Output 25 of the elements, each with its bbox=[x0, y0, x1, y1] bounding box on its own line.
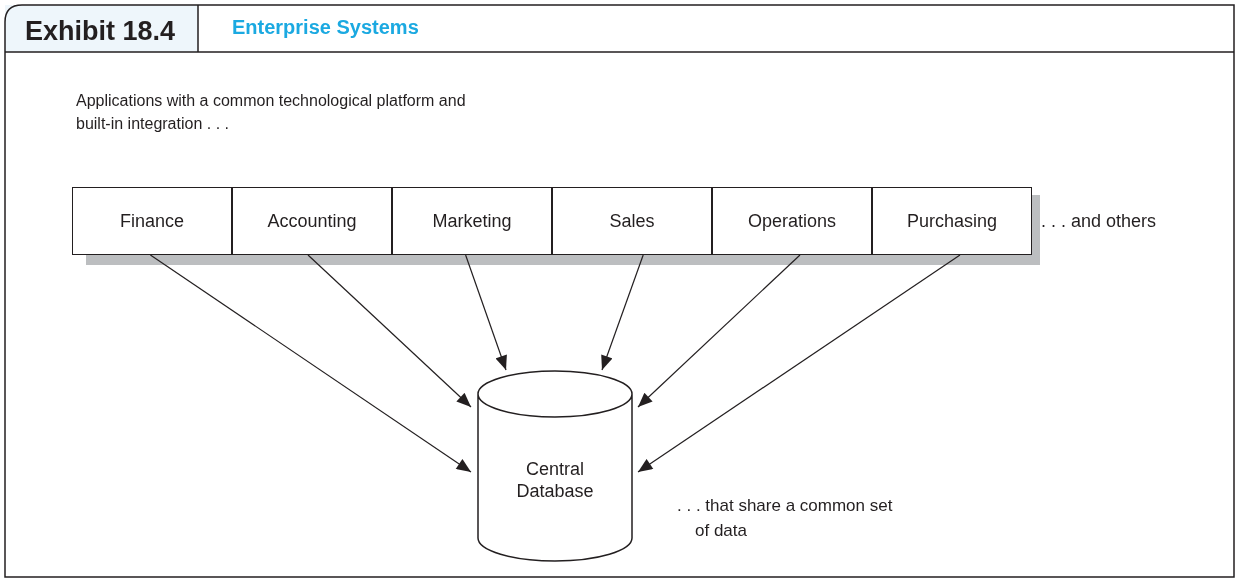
node-label: Sales bbox=[609, 210, 655, 232]
node-label: Purchasing bbox=[906, 210, 998, 232]
module-box bbox=[872, 187, 1032, 255]
database-note: . . . that share a common set of data bbox=[677, 495, 894, 542]
database-cylinder bbox=[477, 370, 633, 562]
node-label: Finance bbox=[119, 210, 184, 232]
node-label: Accounting bbox=[267, 210, 357, 232]
exhibit-number: Exhibit 18.4 bbox=[25, 15, 177, 48]
module-box bbox=[552, 187, 712, 255]
node-label: Operations bbox=[747, 210, 837, 232]
module-box bbox=[72, 187, 232, 255]
arrow bbox=[465, 254, 507, 371]
exhibit-title: Enterprise Systems bbox=[232, 16, 419, 39]
module-box bbox=[712, 187, 872, 255]
node-label: Marketing bbox=[432, 210, 512, 232]
arrow bbox=[637, 254, 961, 473]
arrow bbox=[601, 254, 644, 371]
continuation-note: . . . and others bbox=[1041, 210, 1158, 233]
node-label: Central Database bbox=[515, 459, 595, 503]
arrow bbox=[637, 254, 801, 408]
arrow bbox=[149, 254, 472, 473]
module-box bbox=[392, 187, 552, 255]
intro-note: Applications with a common technological platform and built-in integration . . . bbox=[76, 91, 466, 135]
module-box bbox=[232, 187, 392, 255]
arrow bbox=[307, 254, 472, 408]
